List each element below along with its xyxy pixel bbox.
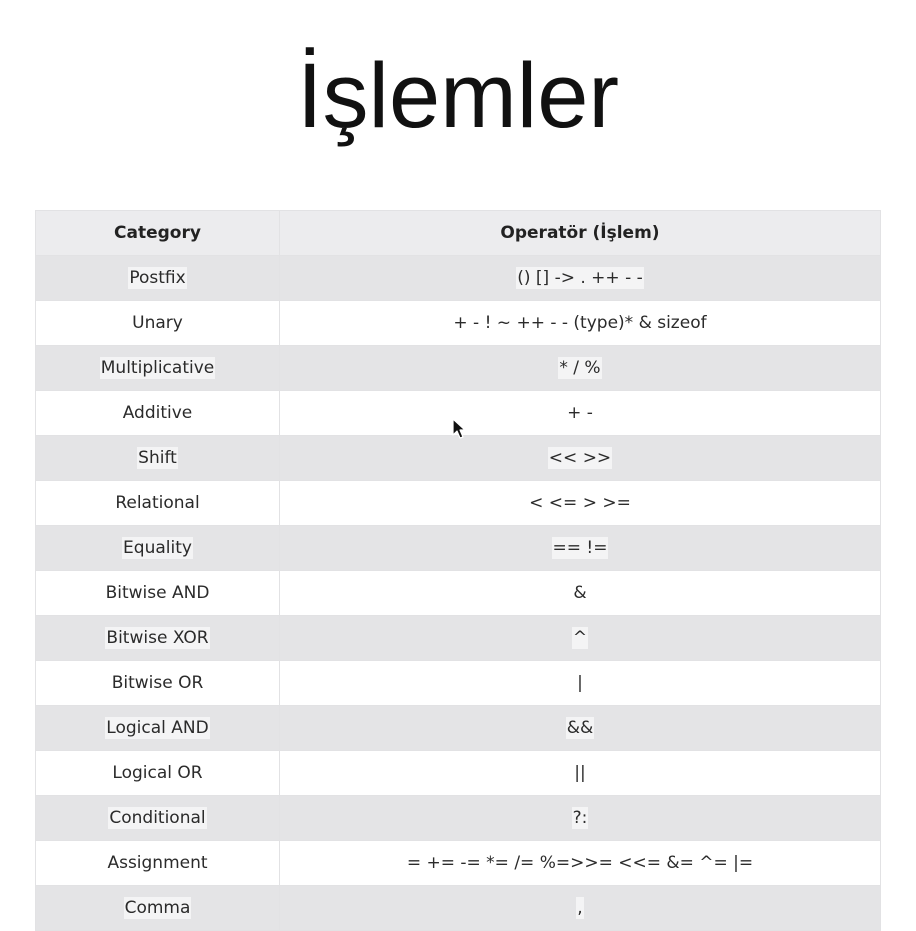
operators-cell: ?: [279, 795, 881, 841]
operators-label: && [565, 717, 595, 739]
operators-label: ?: [571, 807, 589, 829]
category-cell: Unary [35, 300, 280, 346]
category-cell: Bitwise AND [35, 570, 280, 616]
operators-cell: | [279, 660, 881, 706]
operators-cell: * / % [279, 345, 881, 391]
header-operators: Operatör (İşlem) [279, 210, 881, 256]
operators-cell: ^ [279, 615, 881, 661]
operators-cell: () [] -> . ++ - - [279, 255, 881, 301]
table-row: Bitwise OR | [35, 660, 881, 706]
category-label: Additive [122, 403, 193, 423]
table-row: Logical OR || [35, 750, 881, 796]
operators-label: < <= > >= [529, 493, 631, 513]
category-cell: Multiplicative [35, 345, 280, 391]
category-cell: Relational [35, 480, 280, 526]
table-row: Bitwise XOR ^ [35, 615, 881, 661]
table-row: Multiplicative * / % [35, 345, 881, 391]
operators-cell: && [279, 705, 881, 751]
category-label: Assignment [107, 853, 208, 873]
category-label: Logical OR [112, 763, 203, 783]
header-category: Category [35, 210, 280, 256]
operators-cell: + - [279, 390, 881, 436]
operators-cell: < <= > >= [279, 480, 881, 526]
operators-label: + - ! ~ ++ - - (type)* & sizeof [453, 313, 707, 333]
table-row: Bitwise AND & [35, 570, 881, 616]
category-cell: Equality [35, 525, 280, 571]
table-header-row: Category Operatör (İşlem) [35, 210, 881, 256]
operators-cell: = += -= *= /= %=>>= <<= &= ^= |= [279, 840, 881, 886]
table-row: Relational < <= > >= [35, 480, 881, 526]
category-cell: Comma [35, 885, 280, 931]
operators-label: , [576, 897, 584, 919]
operators-label: * / % [558, 357, 602, 379]
category-label: Bitwise OR [111, 673, 204, 693]
category-cell: Bitwise XOR [35, 615, 280, 661]
table-row: Unary + - ! ~ ++ - - (type)* & sizeof [35, 300, 881, 346]
category-cell: Logical AND [35, 705, 280, 751]
operators-cell: == != [279, 525, 881, 571]
operators-label: ^ [571, 627, 589, 649]
operators-label: () [] -> . ++ - - [516, 267, 644, 289]
category-cell: Postfix [35, 255, 280, 301]
table-row: Shift << >> [35, 435, 881, 481]
table-row: Assignment = += -= *= /= %=>>= <<= &= ^= … [35, 840, 881, 886]
operators-cell: & [279, 570, 881, 616]
category-label: Shift [137, 447, 178, 469]
category-label: Bitwise XOR [105, 627, 210, 649]
category-label: Comma [123, 897, 192, 919]
category-label: Unary [132, 313, 183, 333]
operators-label: || [574, 763, 586, 783]
category-cell: Assignment [35, 840, 280, 886]
table-row: Postfix () [] -> . ++ - - [35, 255, 881, 301]
category-label: Bitwise AND [105, 583, 210, 603]
operators-cell: , [279, 885, 881, 931]
table-body: Postfix () [] -> . ++ - - Unary + - ! ~ ++ … [35, 255, 881, 931]
category-label: Conditional [108, 807, 207, 829]
category-cell: Conditional [35, 795, 280, 841]
operators-label: == != [551, 537, 609, 559]
operators-table: Category Operatör (İşlem) Postfix () [] -… [35, 210, 881, 931]
table-row: Logical AND && [35, 705, 881, 751]
page-title: İşlemler [296, 45, 620, 147]
operators-label: = += -= *= /= %=>>= <<= &= ^= |= [406, 853, 754, 873]
category-cell: Bitwise OR [35, 660, 280, 706]
category-label: Relational [115, 493, 200, 513]
category-cell: Additive [35, 390, 280, 436]
operators-cell: << >> [279, 435, 881, 481]
category-label: Postfix [128, 267, 187, 289]
category-label: Logical AND [105, 717, 210, 739]
category-cell: Logical OR [35, 750, 280, 796]
operators-label: | [577, 673, 583, 693]
table-row: Comma, [35, 885, 881, 931]
mouse-pointer-icon [452, 418, 466, 439]
table-row: Equality == != [35, 525, 881, 571]
category-label: Equality [122, 537, 193, 559]
table-row: Conditional?: [35, 795, 881, 841]
category-cell: Shift [35, 435, 280, 481]
operators-label: << >> [547, 447, 613, 469]
category-label: Multiplicative [99, 357, 216, 379]
operators-cell: || [279, 750, 881, 796]
operators-cell: + - ! ~ ++ - - (type)* & sizeof [279, 300, 881, 346]
operators-label: + - [567, 403, 593, 423]
operators-label: & [573, 583, 587, 603]
table-row: Additive + - [35, 390, 881, 436]
